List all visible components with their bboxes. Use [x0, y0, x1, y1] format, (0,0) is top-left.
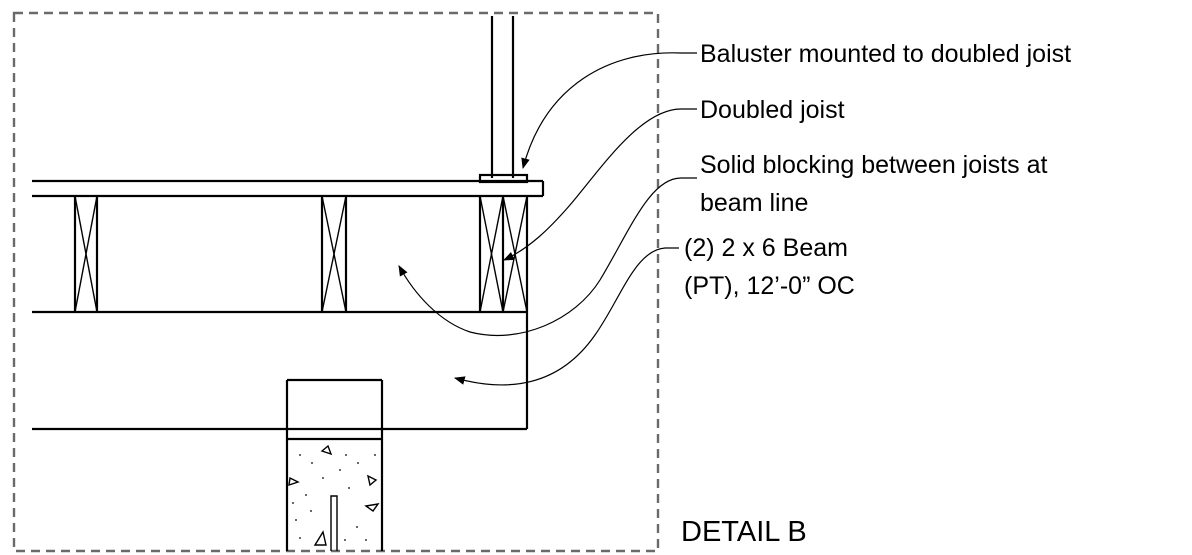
leader-baluster	[521, 52, 697, 170]
detail-boundary	[12, 11, 660, 553]
blocking-middle	[320, 195, 348, 313]
leader-beam	[453, 247, 679, 386]
baluster	[478, 16, 529, 184]
beam	[32, 312, 529, 431]
leader-doubled-joist	[503, 108, 697, 261]
blocking-left	[73, 195, 99, 313]
leader-solid-blocking	[398, 177, 697, 336]
callout-solid-blocking-label-line2: beam line	[700, 189, 808, 217]
detail-title: DETAIL B	[681, 516, 807, 548]
callout-doubled-joist-label: Doubled joist	[700, 96, 845, 124]
doubled-joist-section	[478, 195, 529, 313]
post	[285, 378, 384, 551]
concrete-footing	[288, 444, 380, 551]
decking	[32, 179, 545, 198]
callout-solid-blocking-label-line1: Solid blocking between joists at	[700, 151, 1047, 179]
callout-beam-label-line2: (PT), 12’-0” OC	[684, 272, 855, 300]
callout-baluster-label: Baluster mounted to doubled joist	[700, 40, 1071, 68]
callout-beam-label-line1: (2) 2 x 6 Beam	[684, 234, 848, 262]
